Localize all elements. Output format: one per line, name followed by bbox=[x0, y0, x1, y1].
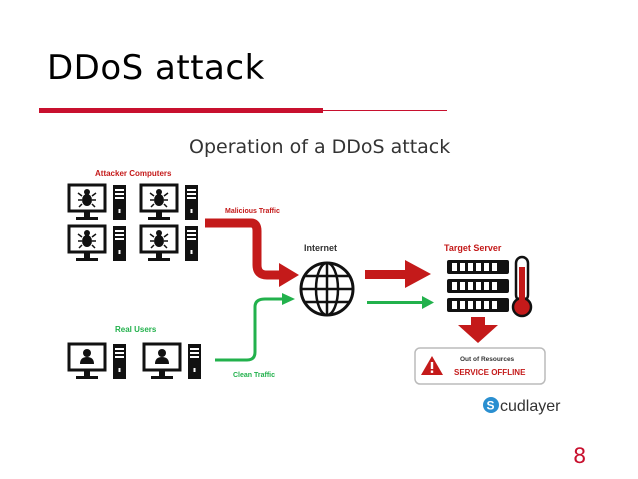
attacker-computer bbox=[139, 224, 198, 263]
logo-initial: S bbox=[487, 399, 495, 413]
scudlayer-logo: S cudlayer bbox=[483, 397, 561, 415]
globe-icon bbox=[299, 261, 355, 317]
page-number: 8 bbox=[573, 444, 587, 468]
title-underline bbox=[39, 108, 323, 113]
overload-arrow bbox=[458, 317, 498, 343]
internet-label: Internet bbox=[304, 243, 337, 253]
ddos-diagram: Operation of a DDoS attack Attacker Comp… bbox=[39, 127, 574, 419]
diagram-title: Operation of a DDoS attack bbox=[189, 136, 450, 158]
title-underline-thin bbox=[323, 110, 447, 111]
real-users-label: Real Users bbox=[115, 325, 157, 334]
clean-traffic-arrow bbox=[215, 293, 295, 362]
attacker-computer bbox=[139, 183, 198, 222]
attacker-computer bbox=[67, 183, 126, 222]
status-out-of-resources: Out of Resources bbox=[460, 356, 515, 363]
warning-icon bbox=[421, 356, 443, 375]
attacker-computers-label: Attacker Computers bbox=[95, 169, 172, 178]
status-service-offline: SERVICE OFFLINE bbox=[454, 368, 526, 377]
thermometer-icon bbox=[511, 255, 533, 318]
malicious-traffic-arrow bbox=[205, 218, 299, 287]
malicious-traffic-label: Malicious Traffic bbox=[225, 208, 280, 215]
server-icon bbox=[447, 260, 509, 312]
attack-to-server-arrow bbox=[365, 260, 431, 288]
slide-title: DDoS attack bbox=[47, 48, 265, 88]
logo-wordmark: cudlayer bbox=[500, 398, 561, 415]
real-user-computer bbox=[67, 342, 126, 381]
attacker-computer bbox=[67, 224, 126, 263]
target-server-label: Target Server bbox=[444, 243, 502, 253]
clean-to-server-arrow bbox=[367, 296, 434, 309]
real-user-computer bbox=[142, 342, 201, 381]
service-status-box: Out of Resources SERVICE OFFLINE bbox=[414, 347, 546, 385]
clean-traffic-label: Clean Traffic bbox=[233, 372, 275, 379]
